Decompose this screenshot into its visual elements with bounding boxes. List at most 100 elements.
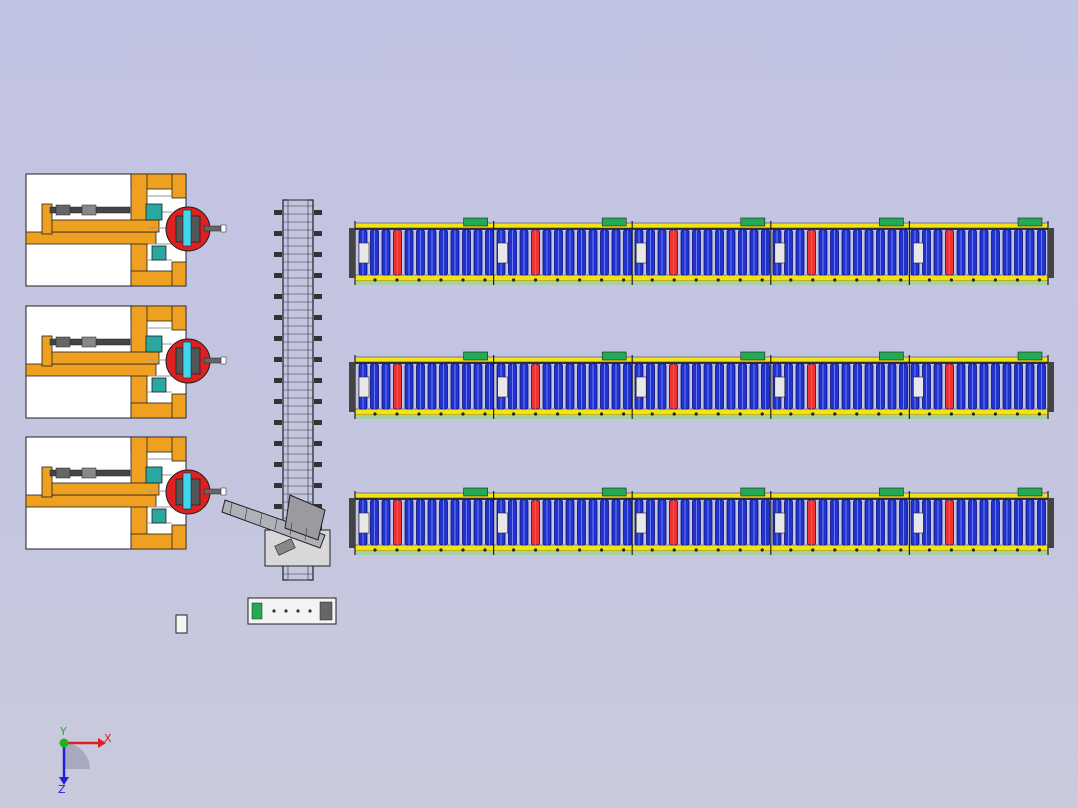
arm-upper — [43, 351, 160, 365]
frame-bottom-tab — [171, 261, 187, 287]
column-bracket-left — [274, 231, 282, 236]
bolt — [716, 278, 720, 282]
bolt — [1015, 412, 1020, 416]
column-bracket-left — [274, 399, 282, 404]
drive-motor — [463, 487, 488, 497]
column-bracket-right — [314, 378, 322, 383]
bolt — [811, 412, 815, 416]
module-sensor — [635, 242, 647, 264]
bolt — [622, 278, 626, 282]
bolt — [949, 278, 954, 282]
bolt — [1037, 548, 1041, 552]
cylinder-coupler — [81, 336, 97, 348]
conveyor-end-left — [349, 498, 355, 548]
bolt — [439, 548, 443, 552]
bolt — [971, 548, 976, 552]
conveyor-1 — [349, 217, 1054, 285]
module-sensor — [774, 242, 786, 264]
top-rail — [354, 492, 1049, 499]
arm-rib — [229, 502, 233, 516]
column-bracket-right — [314, 315, 322, 320]
column-bracket-left — [274, 336, 282, 341]
bolt — [899, 278, 903, 282]
column-bracket-right — [314, 336, 322, 341]
gearbox — [145, 335, 163, 353]
bolt — [672, 412, 676, 416]
module-sensor — [358, 376, 370, 398]
cylinder-coupler — [81, 204, 97, 216]
bolt — [927, 548, 932, 552]
module-sensor — [358, 242, 370, 264]
coordinate-triad-icon: X Y Z — [58, 725, 112, 795]
bolt — [927, 278, 932, 282]
bolt — [556, 548, 560, 552]
column-bracket-right — [314, 441, 322, 446]
frame-bottom-tab — [171, 524, 187, 550]
gearbox — [145, 203, 163, 221]
output-stub — [203, 357, 223, 364]
column-bracket-left — [274, 252, 282, 257]
bolt — [439, 412, 443, 416]
bolt — [373, 548, 377, 552]
bottom-rail-shadow — [355, 281, 1048, 285]
output-tip — [220, 224, 227, 233]
station-3 — [25, 436, 227, 550]
output-tip — [220, 487, 227, 496]
z-axis-arrow — [59, 777, 69, 785]
bolt — [373, 278, 377, 282]
column-bracket-left — [274, 462, 282, 467]
cabinet-panel — [319, 601, 333, 621]
cabinet-bolt — [284, 609, 288, 613]
bolt — [811, 278, 815, 282]
bolt — [556, 412, 560, 416]
column-bracket-right — [314, 357, 322, 362]
sensor-box — [175, 614, 188, 634]
column-bracket-left — [274, 483, 282, 488]
z-axis-label: Z — [58, 783, 66, 795]
bolt — [738, 548, 742, 552]
bolt — [650, 278, 654, 282]
bolt — [534, 278, 538, 282]
bolt — [578, 548, 582, 552]
bolt — [993, 548, 998, 552]
bolt — [760, 548, 764, 552]
bolt — [534, 548, 538, 552]
column-bracket-right — [314, 483, 322, 488]
conveyor-end-right — [1048, 362, 1054, 412]
conveyor-3 — [349, 487, 1054, 555]
bolt — [738, 278, 742, 282]
bolt — [672, 278, 676, 282]
bolt — [600, 548, 604, 552]
conveyor-end-right — [1048, 228, 1054, 278]
bolt — [855, 278, 859, 282]
drive-motor — [601, 217, 627, 227]
top-rail — [354, 356, 1049, 363]
cyan-shaft — [182, 472, 192, 510]
bolt — [534, 412, 538, 416]
bolt — [789, 412, 793, 416]
cabinet-bolt — [272, 609, 276, 613]
module-sensor — [635, 512, 647, 534]
column-group — [221, 199, 331, 581]
y-axis-label: Y — [59, 725, 67, 738]
bolt — [993, 278, 998, 282]
bolt — [789, 278, 793, 282]
column-bracket-right — [314, 399, 322, 404]
bolt — [395, 278, 399, 282]
arm-upper — [43, 482, 160, 496]
column-bracket-left — [274, 210, 282, 215]
bolt — [417, 548, 421, 552]
column-bracket-left — [274, 294, 282, 299]
triad-shadow — [64, 743, 90, 769]
module-sensor — [913, 512, 924, 534]
frame-top-tab — [171, 436, 187, 462]
bolt — [877, 278, 881, 282]
drive-motor — [740, 487, 766, 497]
output-stub — [203, 225, 223, 232]
drive-motor — [463, 351, 488, 361]
bottom-rail — [354, 544, 1049, 552]
drive-motor — [463, 217, 488, 227]
x-axis-label: X — [104, 732, 112, 745]
bolt — [461, 278, 465, 282]
